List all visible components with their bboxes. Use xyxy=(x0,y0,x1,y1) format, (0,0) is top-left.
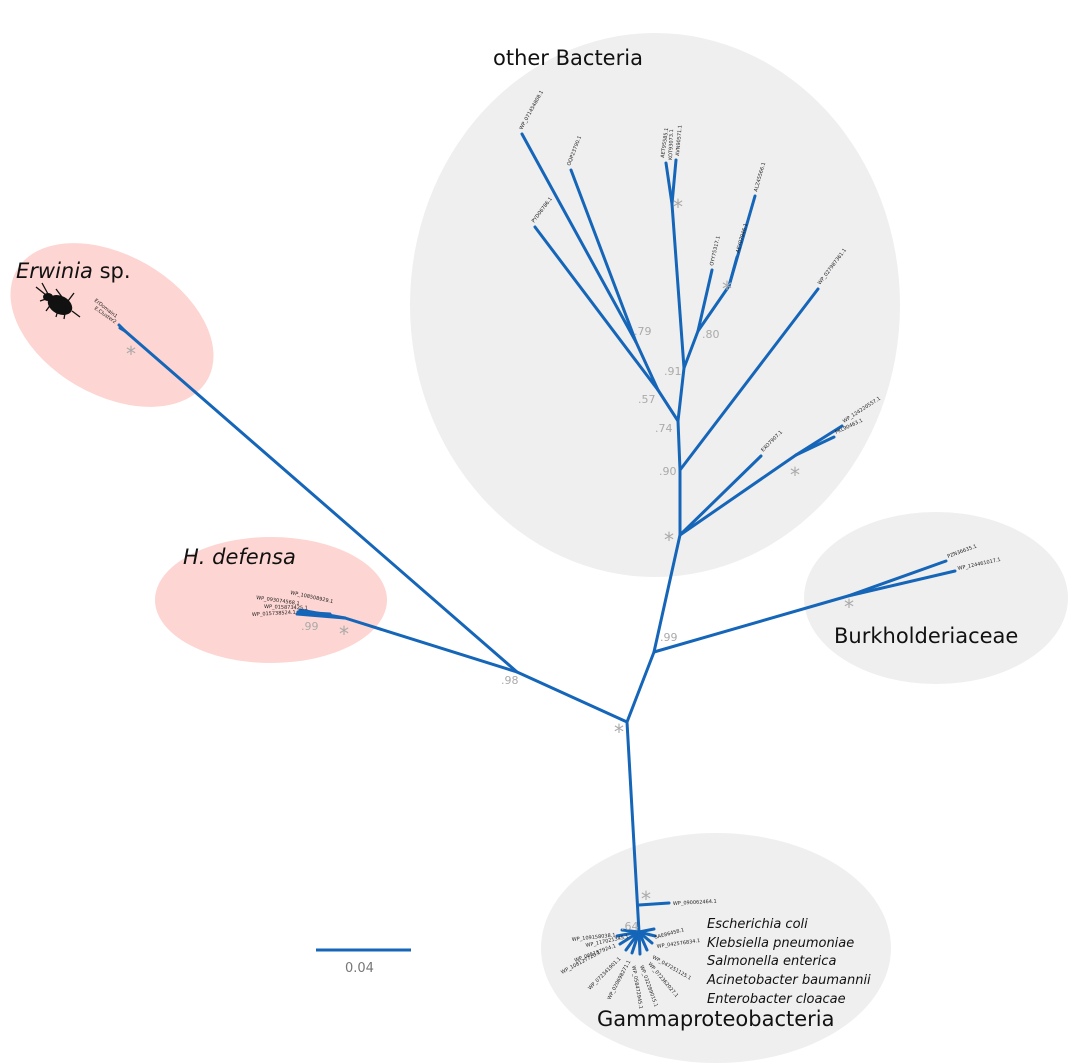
aphid-silhouette-icon xyxy=(35,282,81,320)
gamma-fan xyxy=(615,927,657,956)
branch xyxy=(682,329,700,370)
label-gammaproteobacteria: Gammaproteobacteria xyxy=(597,1007,835,1031)
support-star: * xyxy=(790,463,800,487)
branch xyxy=(794,435,836,457)
support-value: .98 xyxy=(501,674,519,687)
branch xyxy=(670,202,686,370)
support-star: * xyxy=(126,342,136,366)
branch xyxy=(520,132,638,344)
branch xyxy=(678,453,798,537)
support-star: * xyxy=(722,277,732,301)
branch xyxy=(696,268,714,333)
branch xyxy=(846,559,948,598)
gamma-species-list: Escherichia coli Klebsiella pneumoniae S… xyxy=(706,917,871,1007)
leaf-label: KOT93073.1 xyxy=(668,129,675,160)
support-value: .90 xyxy=(659,465,677,478)
support-value: .57 xyxy=(638,393,656,406)
branch xyxy=(656,388,680,423)
support-value: .99 xyxy=(301,620,319,633)
branch xyxy=(634,340,660,392)
support-value: .79 xyxy=(634,325,652,338)
leaf-label: WP_015873425.1 xyxy=(264,604,308,612)
branch xyxy=(625,720,641,934)
support-value: .74 xyxy=(655,422,673,435)
support-star: * xyxy=(673,195,683,219)
support-values: .79 .80 .91 .57 .74 .90 .99 .98 .99 .64 … xyxy=(126,195,854,933)
erwinia-cluster xyxy=(10,243,214,407)
branch xyxy=(678,454,763,537)
branch xyxy=(652,594,850,654)
support-star: * xyxy=(614,720,624,744)
burkholderiaceae-cluster xyxy=(804,512,1068,684)
support-star: * xyxy=(664,528,674,552)
tree-branches xyxy=(117,132,957,956)
branch xyxy=(664,161,674,206)
support-star: * xyxy=(641,887,651,911)
branch xyxy=(295,612,347,620)
support-star: * xyxy=(844,595,854,619)
branch xyxy=(515,670,629,724)
branch xyxy=(296,610,332,616)
branch xyxy=(846,569,957,598)
branch xyxy=(620,928,641,934)
label-erwinia: Erwinia sp. xyxy=(16,259,131,283)
branch xyxy=(637,927,656,934)
species-name: Escherichia coli xyxy=(707,917,808,932)
label-hdefensa: H. defensa xyxy=(183,545,296,569)
label-erwinia-rest: sp. xyxy=(93,259,131,283)
support-value: .91 xyxy=(664,365,682,378)
label-other-bacteria: other Bacteria xyxy=(493,46,643,70)
branch xyxy=(118,326,127,333)
leaf-label: WP_015738524.1 xyxy=(252,610,296,618)
species-name: Enterobacter cloacae xyxy=(707,992,846,1007)
branch xyxy=(727,255,739,288)
branch xyxy=(123,329,519,674)
branch xyxy=(676,366,686,423)
label-burkholderiaceae: Burkholderiaceae xyxy=(834,624,1018,648)
species-name: Acinetobacter baumannii xyxy=(706,973,871,988)
branch xyxy=(670,158,678,206)
leaf-label: AVN90571.1 xyxy=(675,125,684,156)
branch xyxy=(569,168,638,344)
leaf-label: WP_090062464.1 xyxy=(673,899,717,907)
leaf-label: WP_109158038.1 xyxy=(572,932,616,943)
scale-bar-label: 0.04 xyxy=(345,961,374,976)
leaf-label: AET95585.1 xyxy=(660,127,670,158)
label-erwinia-italic: Erwinia xyxy=(16,259,93,283)
branch xyxy=(533,225,660,392)
branch xyxy=(625,650,656,724)
support-value: .64 xyxy=(621,920,639,933)
support-value: .80 xyxy=(702,328,720,341)
support-star: * xyxy=(339,622,349,646)
gammaproteobacteria-cluster xyxy=(541,833,891,1063)
branch xyxy=(652,533,682,654)
branch xyxy=(637,901,671,907)
scale-bar: 0.04 xyxy=(316,948,411,976)
branch xyxy=(343,616,519,674)
branch xyxy=(678,287,820,472)
branch xyxy=(696,284,731,333)
species-name: Salmonella enterica xyxy=(707,954,836,969)
hdefensa-cluster xyxy=(155,537,387,663)
support-value: .99 xyxy=(660,631,678,644)
other-bacteria-cluster xyxy=(410,33,900,577)
branch xyxy=(676,419,682,472)
species-name: Klebsiella pneumoniae xyxy=(707,936,854,951)
